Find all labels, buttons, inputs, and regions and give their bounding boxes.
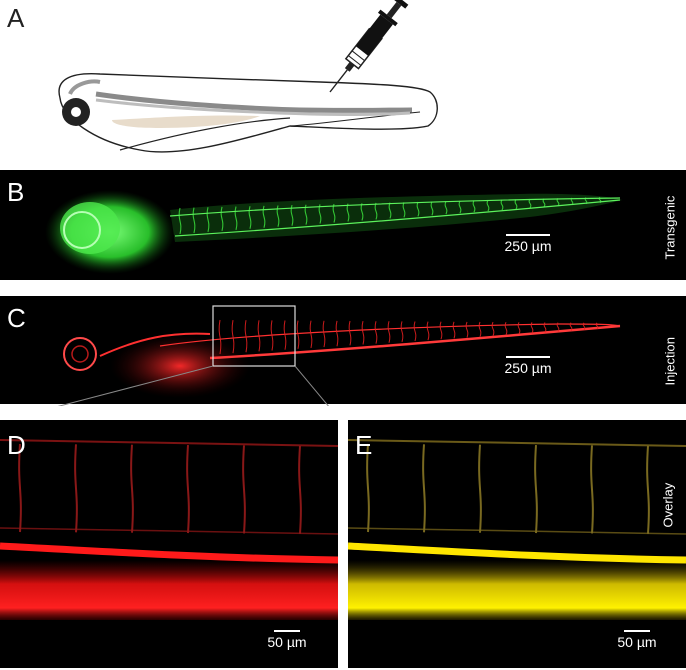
- panel-b-label: Transgenic: [662, 195, 678, 260]
- panel-e-letter: E: [355, 430, 373, 460]
- zebrafish-injection-schematic: [58, 0, 438, 153]
- panel-d-letter: D: [7, 430, 26, 460]
- panel-b-letter: B: [7, 177, 25, 207]
- panel-b: B Transgenic 250 µm: [0, 170, 686, 280]
- panel-e: E Overlay 50 µm: [348, 420, 686, 668]
- panel-c-scalebar: 250 µm: [498, 356, 558, 376]
- syringe-icon: [329, 0, 409, 93]
- panel-d-scalebar: 50 µm: [262, 630, 312, 650]
- panel-e-label: Overlay: [660, 482, 676, 528]
- panel-c: C Injection 250 µm: [0, 296, 686, 404]
- panel-a-letter: A: [7, 3, 25, 33]
- panel-e-scalebar: 50 µm: [612, 630, 662, 650]
- zoom-connector-lines: [57, 366, 329, 406]
- zoom-overlay-image: [348, 439, 686, 620]
- panel-c-letter: C: [7, 303, 26, 333]
- roi-box: [212, 305, 296, 367]
- injection-fluorescence-image: [63, 305, 621, 398]
- transgenic-fluorescence-image: [45, 190, 622, 274]
- panel-a: A: [0, 0, 686, 168]
- panel-d: D 50 µm: [0, 420, 338, 668]
- panel-b-scalebar: 250 µm: [498, 234, 558, 254]
- zoom-red-image: [0, 439, 338, 620]
